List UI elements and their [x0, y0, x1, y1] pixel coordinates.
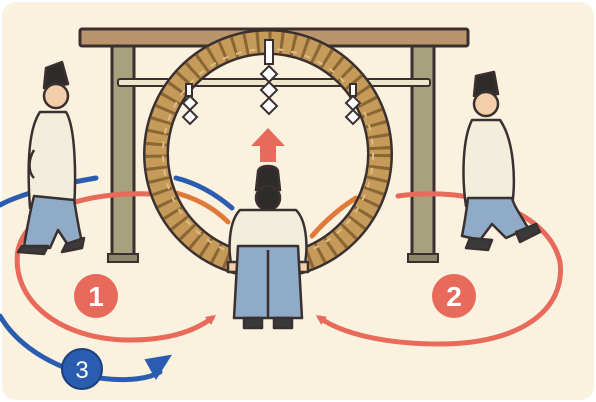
red-path-lower-right [315, 259, 563, 347]
torii-right-post-base [407, 253, 439, 263]
step-marker-2-label: 2 [446, 281, 462, 312]
blue-path-inner [173, 175, 235, 211]
blue-arrow-icon [144, 354, 173, 380]
step-marker-3-label: 3 [75, 357, 88, 384]
red-path-lower-left [14, 247, 217, 343]
torii-left-post-base [107, 253, 139, 263]
step-marker-2: 2 [432, 274, 476, 318]
step-marker-2-circle [432, 274, 476, 318]
priest-center [226, 164, 310, 330]
torii-right-post [410, 42, 436, 262]
step-marker-1-label: 1 [88, 281, 104, 312]
priest-left [16, 60, 86, 256]
orange-path-inner-right [309, 195, 359, 239]
orange-path-inner-left [169, 189, 231, 225]
torii-left-post [110, 42, 136, 262]
step-marker-3: 3 [61, 348, 103, 390]
priest-right [460, 70, 542, 252]
up-arrow-icon [251, 128, 285, 162]
step-marker-1: 1 [74, 274, 118, 318]
step-marker-1-circle [74, 274, 118, 318]
step-marker-3-circle [61, 348, 103, 390]
shide-streamers [181, 39, 362, 126]
